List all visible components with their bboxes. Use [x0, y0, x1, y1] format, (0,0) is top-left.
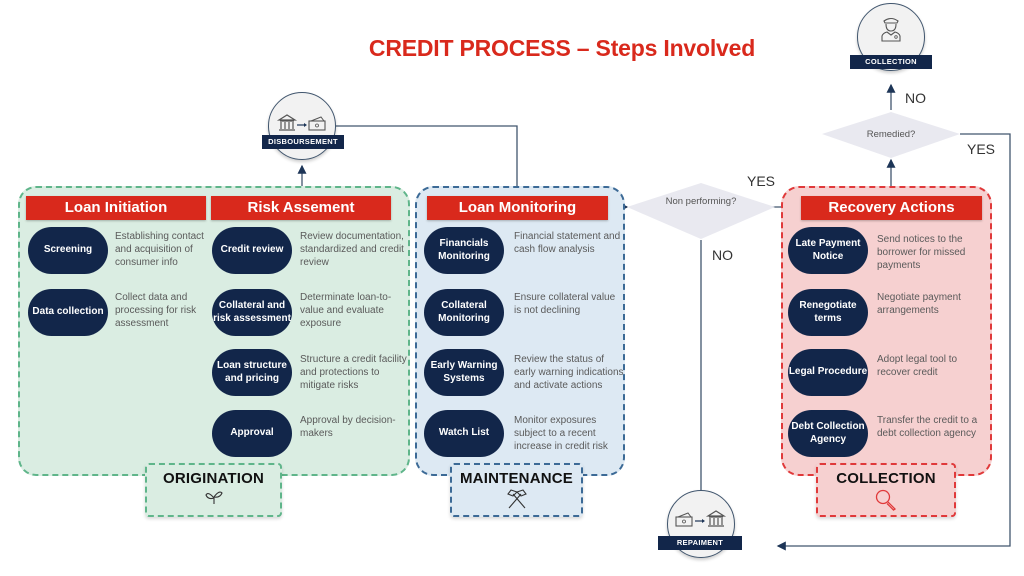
node-label-disbursement: DISBOURSEMENT: [262, 135, 344, 149]
step-approval-desc: Approval by decision-makers: [300, 415, 396, 439]
step-collateral-monitoring: Collateral Monitoring: [424, 289, 504, 336]
label-non-performing-yes: YES: [747, 173, 776, 189]
sprout-icon: [204, 491, 223, 504]
step-data-collection: Data collection: [28, 289, 108, 336]
step-screening-desc: Establishing contact and acquisition of …: [115, 231, 204, 268]
arrow-remedied-yes-to-repayment: [776, 133, 1011, 551]
step-credit-review: Credit review: [212, 227, 292, 274]
money-to-bank-icon: [675, 510, 727, 527]
step-collateral-risk: Collateral and risk assessment: [212, 289, 292, 336]
header-recovery-actions: Recovery Actions: [801, 196, 982, 220]
header-risk-assessment: Risk Assement: [211, 196, 391, 220]
decision-remedied-text: Remedied?: [866, 129, 916, 140]
node-label-repayment: REPAIMENT: [658, 536, 742, 550]
decision-diamond-remedied: [822, 112, 960, 158]
phase-tag-origination: ORIGINATION: [145, 463, 282, 517]
step-late-payment-desc: Send notices to the borrower for missed …: [877, 234, 966, 271]
bank-to-money-icon: [276, 114, 326, 131]
header-loan-initiation: Loan Initiation: [26, 196, 206, 220]
step-financials-monitoring: Financials Monitoring: [424, 227, 504, 274]
step-financials-monitoring-desc: Financial statement and cash flow analys…: [514, 231, 621, 255]
label-non-performing-no: NO: [712, 247, 733, 263]
step-legal-procedure-desc: Adopt legal tool to recover credit: [877, 354, 958, 378]
step-screening: Screening: [28, 227, 108, 274]
step-late-payment: Late Payment Notice: [788, 227, 868, 274]
step-renegotiate-desc: Negotiate payment arrangements: [877, 292, 961, 316]
step-early-warning: Early Warning Systems: [424, 349, 504, 396]
step-collateral-monitoring-desc: Ensure collateral value is not declining: [514, 292, 616, 316]
label-remedied-yes: YES: [967, 141, 996, 157]
decision-diamond-non-performing: [627, 183, 775, 239]
officer-icon: [881, 17, 901, 42]
magnifier-icon: [875, 489, 897, 511]
step-legal-procedure: Legal Procedure: [788, 349, 868, 396]
phase-label-collection: COLLECTION: [836, 470, 936, 487]
label-remedied-no: NO: [905, 90, 926, 106]
node-disbursement: [268, 92, 336, 160]
step-loan-structure-desc: Structure a credit facility and protecti…: [300, 354, 407, 391]
step-renegotiate: Renegotiate terms: [788, 289, 868, 336]
hammers-icon: [506, 489, 527, 509]
node-label-collection: COLLECTION: [850, 55, 932, 69]
phase-label-maintenance: MAINTENANCE: [459, 470, 574, 487]
decision-non-performing-text: Non performing?: [665, 196, 737, 207]
phase-tag-maintenance: MAINTENANCE: [450, 463, 583, 517]
phase-tag-collection: COLLECTION: [816, 463, 956, 517]
arrow-disbursement-to-monitoring: [336, 125, 522, 196]
step-credit-review-desc: Review documentation, standardized and c…: [300, 231, 404, 268]
step-data-collection-desc: Collect data and processing for risk ass…: [115, 292, 197, 329]
step-early-warning-desc: Review the status of early warning indic…: [514, 354, 624, 391]
step-collateral-risk-desc: Determinate loan-to-value and evaluate e…: [300, 292, 392, 329]
step-debt-collection-desc: Transfer the credit to a debt collection…: [877, 415, 978, 439]
step-debt-collection: Debt Collection Agency: [788, 410, 868, 457]
step-approval: Approval: [212, 410, 292, 457]
step-watch-list-desc: Monitor exposures subject to a recent in…: [514, 415, 608, 452]
header-loan-monitoring: Loan Monitoring: [427, 196, 608, 220]
phase-label-origination: ORIGINATION: [162, 470, 265, 487]
step-loan-structure: Loan structure and pricing: [212, 349, 292, 396]
step-watch-list: Watch List: [424, 410, 504, 457]
page-title: CREDIT PROCESS – Steps Involved: [368, 35, 756, 61]
